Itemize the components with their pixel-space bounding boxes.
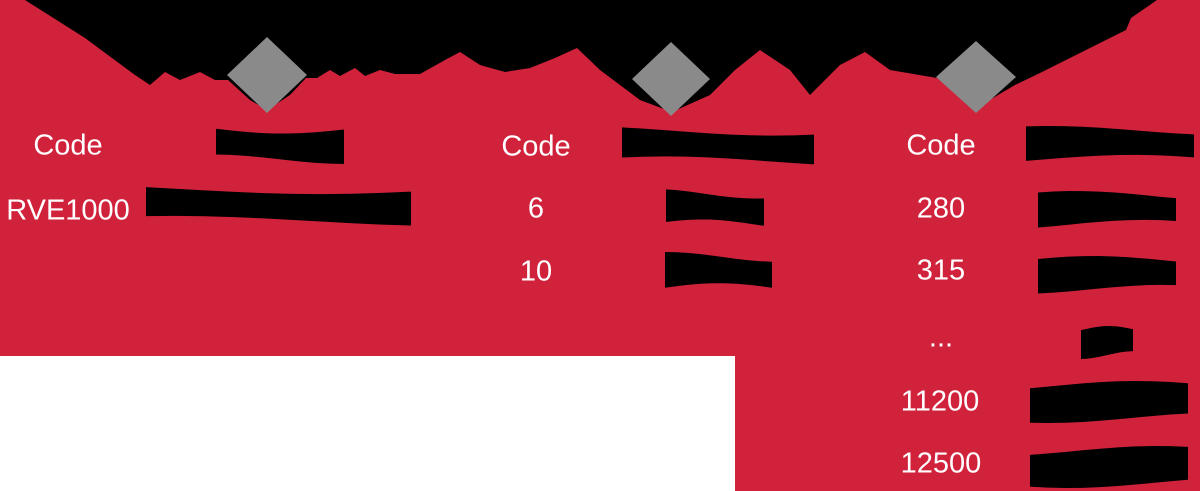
voltage-code-value: 6	[527, 192, 545, 225]
redacted-power-value-blob	[1030, 446, 1188, 488]
separator-diamond-3	[936, 41, 1016, 113]
voltage-code-value: 10	[519, 255, 553, 288]
voltage-code-header: Code	[501, 130, 571, 163]
separator-diamond-1	[227, 37, 307, 113]
series-code-header: Code	[33, 129, 103, 162]
power-code-header: Code	[906, 129, 976, 162]
power-code-value: 11200	[900, 385, 980, 418]
redacted-title-text-blob	[25, 0, 1157, 112]
redacted-title-banner	[25, 0, 1157, 116]
power-code-ellipsis: ...	[928, 321, 954, 354]
separator-diamond-2	[632, 42, 710, 116]
power-code-value: 12500	[900, 447, 982, 480]
power-code-value: 315	[916, 254, 966, 287]
series-code-value: RVE1000	[6, 194, 130, 227]
power-code-value: 280	[916, 192, 966, 225]
